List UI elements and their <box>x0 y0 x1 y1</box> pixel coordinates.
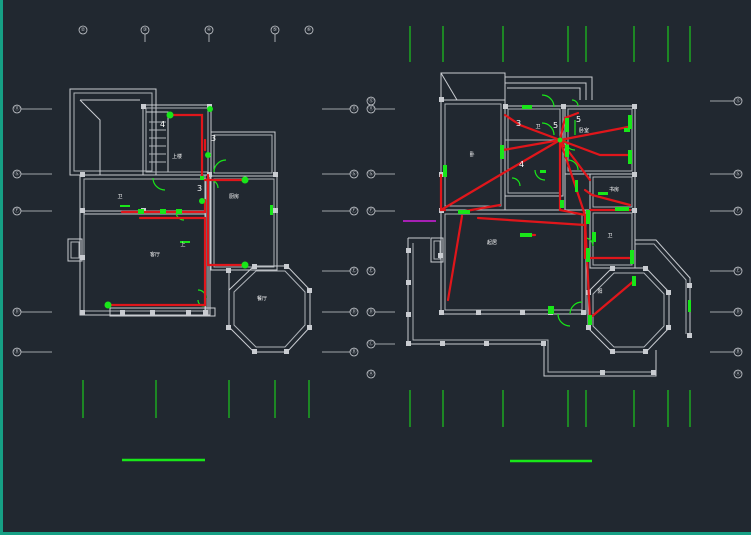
axis-label: Ⓖ <box>735 170 740 177</box>
room-label-wc: 卫 <box>607 233 612 239</box>
axis-label: Ⓔ <box>351 267 356 274</box>
axis-label: Ⓒ <box>368 340 373 347</box>
left-plan-room-labels: 上楼 客厅 卫 厨房 餐厅 上 <box>117 153 267 302</box>
wire-count-label: 3 <box>516 119 521 128</box>
cad-drawing-canvas[interactable]: ② ③ ④ ⑤ ⑥ ⑪ Ⓖ Ⓕ Ⓓ <box>3 0 751 532</box>
room-label-stair: 上楼 <box>172 153 182 160</box>
left-plan: ② ③ ④ ⑤ ⑥ ⑪ Ⓖ Ⓕ Ⓓ <box>12 25 359 462</box>
axis-label: ⑪ <box>14 105 19 112</box>
axis-label: Ⓕ <box>368 207 373 214</box>
axis-label: Ⓖ <box>14 170 19 177</box>
right-plan-wiring <box>439 111 637 320</box>
axis-label: Ⓕ <box>351 207 356 214</box>
wire-count-label: 3 <box>197 184 202 193</box>
room-label-study: 书房 <box>609 186 619 193</box>
right-plan-room-labels: 卧 卧室 卫 书房 卫 起居 阳 <box>469 124 619 295</box>
axis-label: Ⓑ <box>14 348 19 355</box>
wire-count-label: 5 <box>553 121 558 130</box>
axis-label: Ⓕ <box>14 207 19 214</box>
axis-label: ⑤ <box>273 27 277 33</box>
right-plan-left-axes: ⑫ ⑪ Ⓖ Ⓕ Ⓔ Ⓓ Ⓒ Ⓐ <box>366 96 395 379</box>
floor-plan-drawing: ② ③ ④ ⑤ ⑥ ⑪ Ⓖ Ⓕ Ⓓ <box>12 25 743 463</box>
left-plan-wiring <box>108 113 247 307</box>
axis-label: Ⓓ <box>351 308 356 315</box>
axis-label: Ⓔ <box>368 267 373 274</box>
room-label-living: 起居 <box>487 240 497 246</box>
axis-label: Ⓖ <box>368 170 373 177</box>
axis-label: ③ <box>143 27 147 33</box>
axis-label: ⑪ <box>351 105 356 112</box>
left-plan-dimensions <box>82 380 310 462</box>
axis-label: ⑪ <box>368 105 373 112</box>
wire-count-label: 4 <box>519 160 524 169</box>
axis-bubble <box>78 25 88 35</box>
wire-count-label: 3 <box>211 134 216 143</box>
axis-label: ⑫ <box>735 97 740 104</box>
right-plan-wire-labels: 5 5 3 4 <box>516 115 581 169</box>
left-plan-fixtures <box>104 106 273 309</box>
room-label-bedroom: 卧 <box>469 151 474 158</box>
right-plan-top-dimensions <box>409 26 691 62</box>
room-label-balcony: 阳 <box>597 288 602 295</box>
left-plan-right-axes: ⑪ Ⓖ Ⓕ Ⓔ Ⓓ Ⓑ <box>322 104 359 357</box>
room-label-dining: 餐厅 <box>257 295 267 302</box>
axis-label: ④ <box>207 27 212 33</box>
room-label-kitchen: 厨房 <box>229 193 239 200</box>
wire-count-label: 4 <box>160 120 165 129</box>
axis-label: Ⓑ <box>351 348 356 355</box>
room-label-living: 客厅 <box>150 251 160 258</box>
axis-label: Ⓑ <box>735 348 740 355</box>
left-plan-left-axes: ⑪ Ⓖ Ⓕ Ⓓ Ⓑ <box>12 104 52 357</box>
axis-label: Ⓕ <box>735 207 740 214</box>
room-label-bedroom: 卧室 <box>579 127 589 134</box>
axis-label: ⑫ <box>368 97 373 104</box>
axis-label: Ⓔ <box>735 267 740 274</box>
right-plan: ⑫ ⑪ Ⓖ Ⓕ Ⓔ Ⓓ Ⓒ Ⓐ ⑫ <box>366 26 743 463</box>
right-plan-columns <box>406 97 692 375</box>
right-plan-fixtures <box>443 105 691 325</box>
axis-bubble <box>304 25 314 35</box>
axis-label: Ⓓ <box>735 308 740 315</box>
left-plan-doors <box>152 159 227 307</box>
right-plan-walls <box>407 72 691 377</box>
axis-label: Ⓖ <box>351 170 356 177</box>
left-plan-wire-labels: 4 3 3 <box>160 120 216 193</box>
left-plan-top-axes: ② ③ ④ ⑤ ⑥ <box>78 25 314 42</box>
axis-label: Ⓐ <box>735 370 740 377</box>
wire-count-label: 5 <box>576 115 581 124</box>
axis-label: Ⓓ <box>368 308 373 315</box>
room-label-wc: 卫 <box>535 124 540 130</box>
axis-label: Ⓓ <box>14 308 19 315</box>
room-label-wc: 卫 <box>117 194 122 200</box>
room-label-up: 上 <box>180 241 185 248</box>
axis-label: ② <box>81 27 86 33</box>
axis-label: Ⓐ <box>368 370 373 377</box>
right-plan-right-axes: ⑫ Ⓖ Ⓕ Ⓔ Ⓓ Ⓑ Ⓐ <box>710 96 743 379</box>
axis-label: ⑥ <box>307 27 312 33</box>
right-plan-bottom-dimensions <box>409 390 691 463</box>
